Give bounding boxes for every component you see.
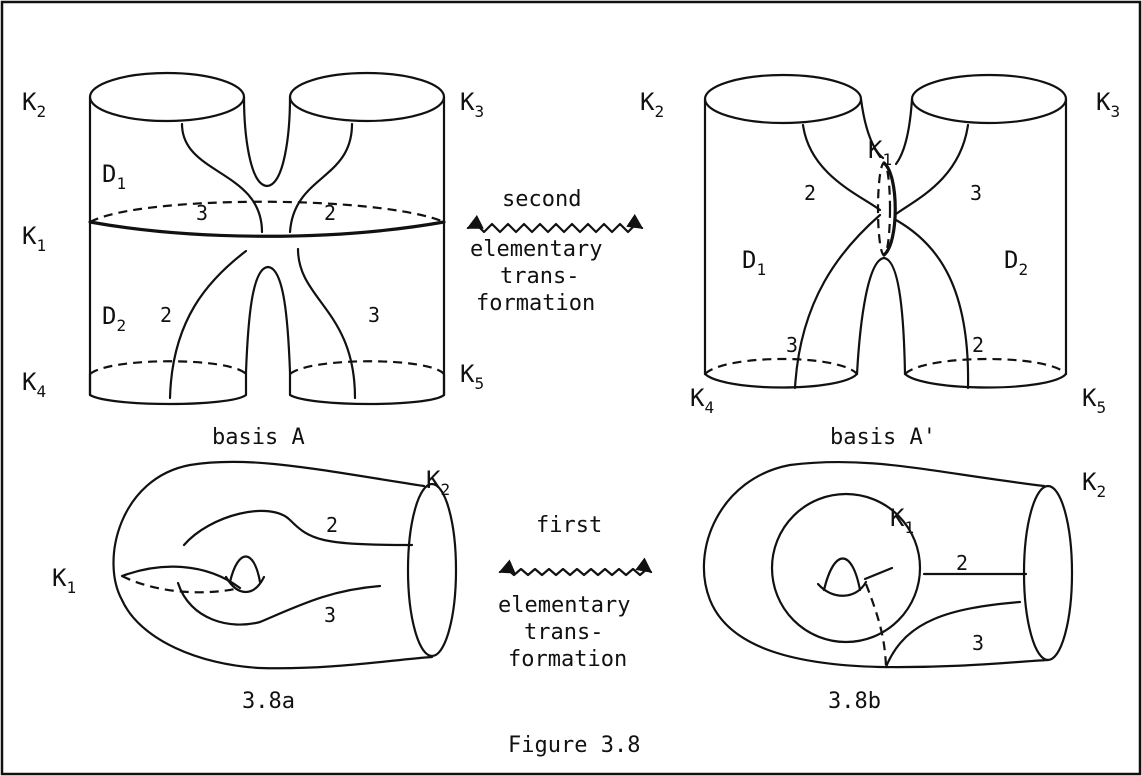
top-right-boundary-circle <box>288 71 446 123</box>
k3-label: K3 <box>460 88 484 121</box>
torus-outline <box>702 460 1050 669</box>
k1-label: K1 <box>52 564 76 597</box>
wavy-double-arrow <box>498 557 653 577</box>
first-transformation: first elementary trans- formation <box>498 513 653 672</box>
transform-text: elementary <box>498 593 630 618</box>
bottom-right-front-arc <box>903 372 1068 389</box>
top-left-boundary-circle <box>703 73 863 125</box>
k2-label: K2 <box>22 88 46 121</box>
caption-3-8a: 3.8a <box>242 689 295 714</box>
k1-meridian-front <box>120 565 242 590</box>
transform-text: trans- <box>500 264 579 289</box>
top-right-boundary-circle <box>910 73 1068 125</box>
caption-3-8b: 3.8b <box>828 689 881 714</box>
k2-label: K2 <box>426 466 450 499</box>
torus-hole-lower <box>816 580 868 597</box>
torus-outline <box>112 460 434 670</box>
k1-small-circle-front <box>882 161 897 257</box>
basis-a-diagram: K2 K3 K1 K4 K5 D1 D2 3 2 2 3 basis A <box>22 71 484 450</box>
transform-text: trans- <box>524 620 603 645</box>
curve-3-upper <box>180 122 264 234</box>
bottom-right-back-arc <box>904 357 1067 375</box>
k4-label: K4 <box>690 384 714 417</box>
upper-saddle <box>859 97 885 160</box>
k1-front-curve <box>88 220 446 238</box>
k2-boundary-ellipse <box>406 482 458 658</box>
k1-circle <box>770 492 922 644</box>
k3-label: K3 <box>1096 88 1120 121</box>
transform-text: first <box>536 513 602 538</box>
bottom-left-back-arc <box>704 357 858 375</box>
curve-3 <box>884 600 1022 669</box>
curve-number: 3 <box>368 303 380 327</box>
bottom-right-back-arc <box>289 360 445 375</box>
k1-meridian-back <box>121 575 241 594</box>
upper-saddle <box>242 95 292 188</box>
torus-hole <box>822 557 862 592</box>
k1-label: K1 <box>868 136 892 169</box>
transform-text: formation <box>508 647 627 672</box>
curve-number: 3 <box>786 333 798 357</box>
k2-boundary-ellipse <box>1022 484 1074 662</box>
curve-number: 3 <box>972 631 984 655</box>
k5-label: K5 <box>460 360 484 393</box>
bottom-right-front-arc <box>288 370 446 406</box>
k2-label: K2 <box>640 88 664 121</box>
curve-2-lower <box>894 218 970 390</box>
k4-label: K4 <box>22 368 46 401</box>
curve-number: 3 <box>324 603 336 627</box>
curve-number: 2 <box>804 181 816 205</box>
d2-label: D2 <box>102 302 126 335</box>
top-left-boundary-circle <box>88 71 246 123</box>
d1-back-arc <box>89 200 445 224</box>
upper-saddle <box>894 97 914 166</box>
second-transformation: second elementary trans- formation <box>466 187 644 316</box>
d1-label: D1 <box>102 160 126 193</box>
curve-number: 2 <box>326 513 338 537</box>
transform-text: elementary <box>470 237 602 262</box>
figure-caption: Figure 3.8 <box>508 733 640 758</box>
bottom-left-front-arc <box>703 372 859 389</box>
curve-2-upper <box>801 123 882 212</box>
curve-3-lower <box>296 247 357 400</box>
k2-label: K2 <box>1082 468 1106 501</box>
curve-number: 3 <box>196 201 208 225</box>
lower-saddle <box>244 265 292 374</box>
curve-3-upper <box>894 123 970 216</box>
curve-number: 2 <box>324 201 336 225</box>
curve-2-upper <box>288 122 354 234</box>
bottom-left-back-arc <box>89 360 247 375</box>
curve-3-lower <box>793 213 882 390</box>
transform-text: second <box>502 187 581 212</box>
curve-number: 2 <box>160 303 172 327</box>
d2-label: D2 <box>1004 246 1028 279</box>
wavy-double-arrow <box>466 213 644 234</box>
curve-2-lower <box>168 249 248 400</box>
curve-number: 2 <box>972 333 984 357</box>
curve-number: 2 <box>956 551 968 575</box>
bottom-left-front-arc <box>88 370 248 406</box>
connector-arrow <box>863 566 894 581</box>
curve-number: 3 <box>970 181 982 205</box>
torus-hole <box>228 555 262 584</box>
lower-saddle <box>855 256 907 376</box>
basis-a-caption: basis A <box>212 425 305 450</box>
connector-dashed <box>864 583 888 668</box>
k1-label: K1 <box>890 504 914 537</box>
curve-3 <box>176 581 382 626</box>
diagram-3-8b: K1 K2 2 3 3.8b <box>702 460 1106 714</box>
d1-label: D1 <box>742 246 766 279</box>
k5-label: K5 <box>1082 384 1106 417</box>
k1-label: K1 <box>22 222 46 255</box>
curve-2 <box>182 509 414 547</box>
diagram-3-8a: K1 K2 2 3 3.8a <box>52 460 458 714</box>
basis-a-prime-caption: basis A' <box>830 425 936 450</box>
transform-text: formation <box>476 291 595 316</box>
basis-a-prime-diagram: K2 K3 K1 K4 K5 D1 D2 2 3 3 2 basis A' <box>640 73 1120 450</box>
